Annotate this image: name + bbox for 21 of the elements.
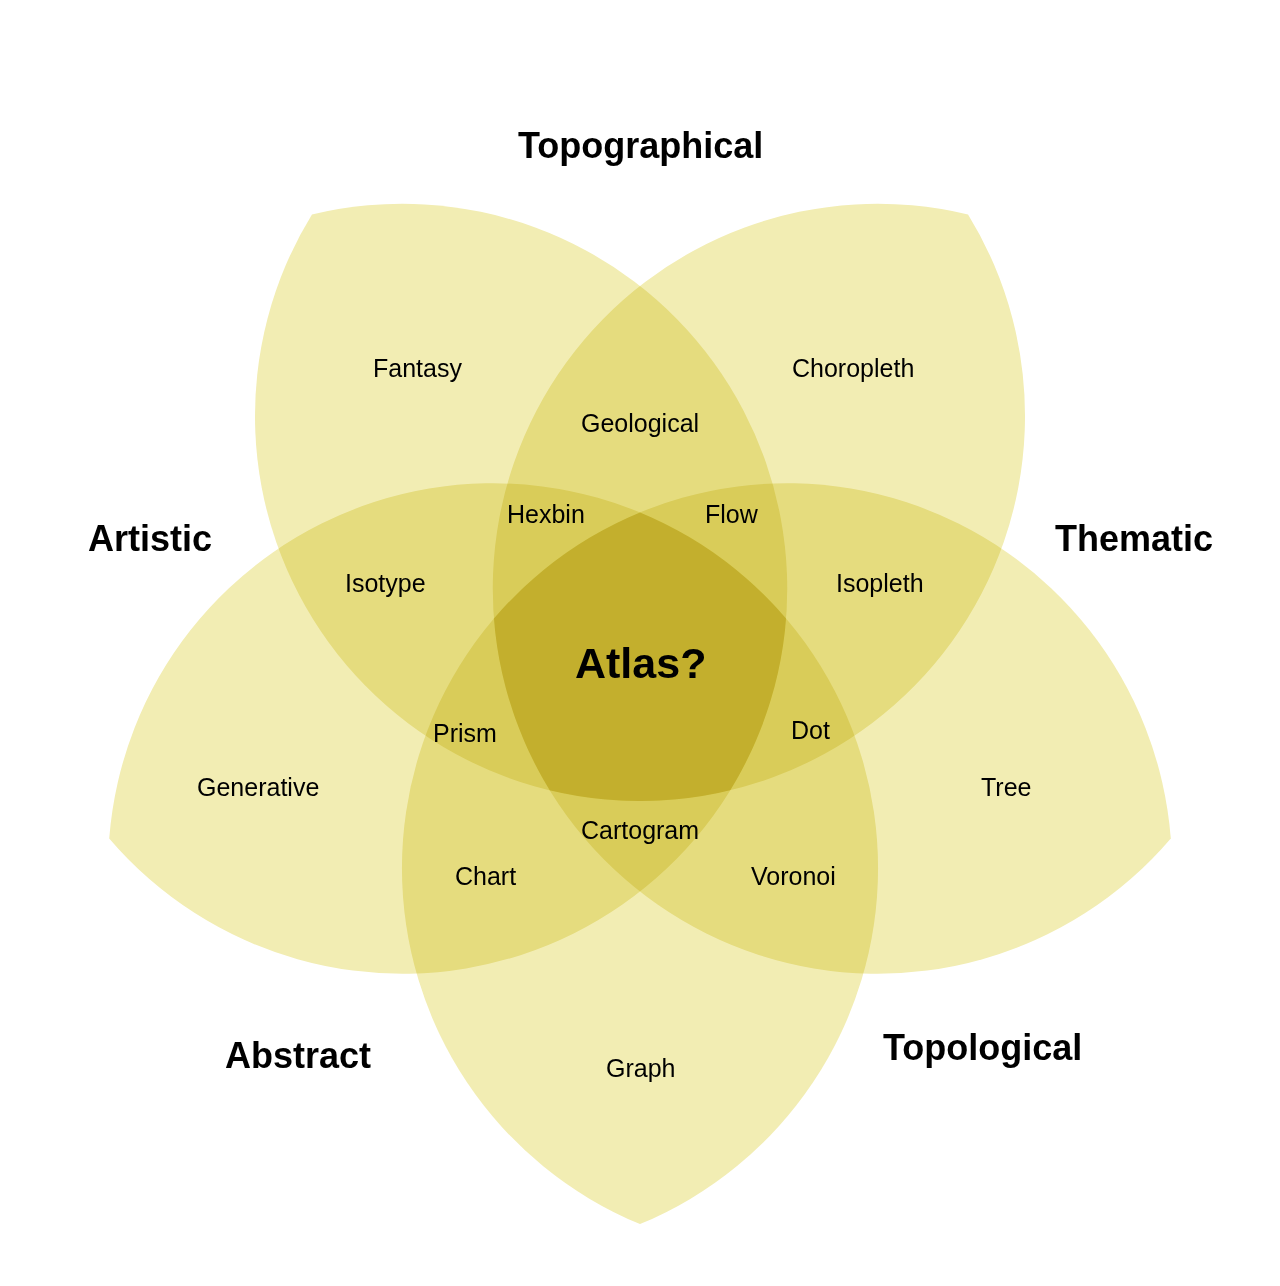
region-label: Graph xyxy=(606,1054,676,1083)
region-label: Cartogram xyxy=(581,816,700,845)
region-label: Geological xyxy=(581,409,700,438)
region-label: Hexbin xyxy=(507,500,585,529)
region-label: Isotype xyxy=(345,569,426,598)
region-label: Generative xyxy=(197,773,320,802)
set-label: Thematic xyxy=(1055,518,1214,560)
region-label: Chart xyxy=(455,862,517,891)
region-label: Prism xyxy=(433,719,497,748)
region-label: Isopleth xyxy=(836,569,924,598)
region-label: Fantasy xyxy=(373,354,462,383)
set-label: Artistic xyxy=(88,518,213,560)
region-label: Flow xyxy=(705,500,758,529)
region-label: Choropleth xyxy=(792,354,915,383)
region-label: Tree xyxy=(981,773,1032,802)
region-label: Dot xyxy=(791,716,830,745)
center-label: Atlas? xyxy=(575,639,707,689)
set-label: Topological xyxy=(883,1027,1083,1069)
set-label: Abstract xyxy=(225,1035,372,1077)
region-label: Voronoi xyxy=(751,862,836,891)
set-label: Topographical xyxy=(518,125,764,167)
